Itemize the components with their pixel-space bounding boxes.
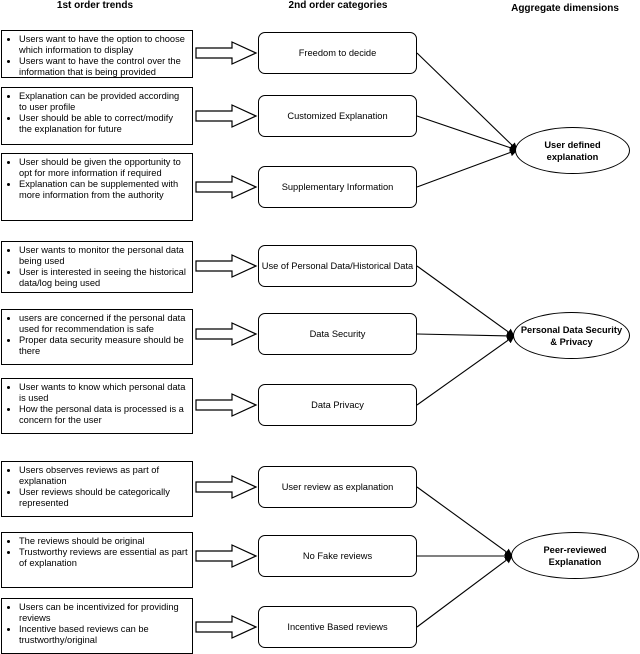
category-customized-explanation: Customized Explanation xyxy=(258,95,417,137)
block-arrow-8 xyxy=(195,615,258,639)
block-arrow-5 xyxy=(195,393,258,417)
trend-item: Users can be incentivized for providing … xyxy=(19,602,188,624)
connector-arrow-0 xyxy=(416,52,518,151)
trend-item: Proper data security measure should be t… xyxy=(19,335,188,357)
aggregate-label: Personal Data Security& Privacy xyxy=(520,324,623,347)
category-no-fake-reviews: No Fake reviews xyxy=(258,535,417,577)
trend-box-data-privacy: User wants to know which personal data i… xyxy=(1,378,193,434)
trend-box-personal-data: User wants to monitor the personal data … xyxy=(1,241,193,293)
aggregate-peer-reviewed-explanation: Peer-reviewed Explanation xyxy=(511,532,639,579)
trend-box-supplementary: User should be given the opportunity to … xyxy=(1,153,193,221)
trend-item: User should be able to correct/modify th… xyxy=(19,113,188,135)
connector-arrow-2 xyxy=(416,148,518,188)
trend-item: users are concerned if the personal data… xyxy=(19,313,188,335)
category-incentive-based-reviews: Incentive Based reviews xyxy=(258,606,417,648)
header-aggregate: Aggregate dimensions xyxy=(511,3,619,14)
connector-arrow-6 xyxy=(416,486,513,557)
trend-box-user-review: Users observes reviews as part of explan… xyxy=(1,461,193,517)
trend-item: User reviews should be categorically rep… xyxy=(19,487,188,509)
block-arrow-3 xyxy=(195,254,258,278)
connector-arrow-8 xyxy=(416,555,513,628)
trend-box-customized: Explanation can be provided according to… xyxy=(1,87,193,145)
block-arrow-7 xyxy=(195,544,258,568)
connector-arrow-5 xyxy=(416,335,515,406)
trend-item: User wants to know which personal data i… xyxy=(19,382,188,404)
connector-arrow-3 xyxy=(416,265,515,337)
trend-item: User is interested in seeing the histori… xyxy=(19,267,188,289)
trend-item: How the personal data is processed is a … xyxy=(19,404,188,426)
block-arrow-1 xyxy=(195,104,258,128)
header-first-order: 1st order trends xyxy=(56,0,134,11)
trend-item: User wants to monitor the personal data … xyxy=(19,245,188,267)
trend-box-freedom: Users want to have the option to choose … xyxy=(1,30,193,78)
trend-box-incentive-reviews: Users can be incentivized for providing … xyxy=(1,598,193,654)
category-use-of-personal-data: Use of Personal Data/Historical Data xyxy=(258,245,417,287)
aggregate-label: Peer-reviewed Explanation xyxy=(543,544,607,567)
trend-item: Users want to have the control over the … xyxy=(19,56,188,78)
trend-item: Users observes reviews as part of explan… xyxy=(19,465,188,487)
block-arrow-6 xyxy=(195,475,258,499)
trend-box-data-security: users are concerned if the personal data… xyxy=(1,309,193,365)
category-freedom-to-decide: Freedom to decide xyxy=(258,32,417,74)
trend-item: User should be given the opportunity to … xyxy=(19,157,188,179)
block-arrow-4 xyxy=(195,322,258,346)
category-data-privacy: Data Privacy xyxy=(258,384,417,426)
header-second-order: 2nd order categories xyxy=(288,0,388,11)
trend-item: The reviews should be original xyxy=(19,536,188,547)
category-data-security: Data Security xyxy=(258,313,417,355)
category-supplementary-information: Supplementary Information xyxy=(258,166,417,208)
trend-item: Explanation can be supplemented with mor… xyxy=(19,179,188,201)
block-arrow-2 xyxy=(195,175,258,199)
connector-arrow-1 xyxy=(416,115,518,152)
trend-item: Users want to have the option to choose … xyxy=(19,34,188,56)
trend-box-no-fake-reviews: The reviews should be original Trustwort… xyxy=(1,532,193,588)
trend-item: Explanation can be provided according to… xyxy=(19,91,188,113)
block-arrow-0 xyxy=(195,41,258,65)
connector-arrow-4 xyxy=(416,331,515,340)
trend-item: Incentive based reviews can be trustwort… xyxy=(19,624,188,646)
aggregate-personal-data-security-privacy: Personal Data Security& Privacy xyxy=(513,312,630,359)
trend-item: Trustworthy reviews are essential as par… xyxy=(19,547,188,569)
category-user-review-as-explanation: User review as explanation xyxy=(258,466,417,508)
